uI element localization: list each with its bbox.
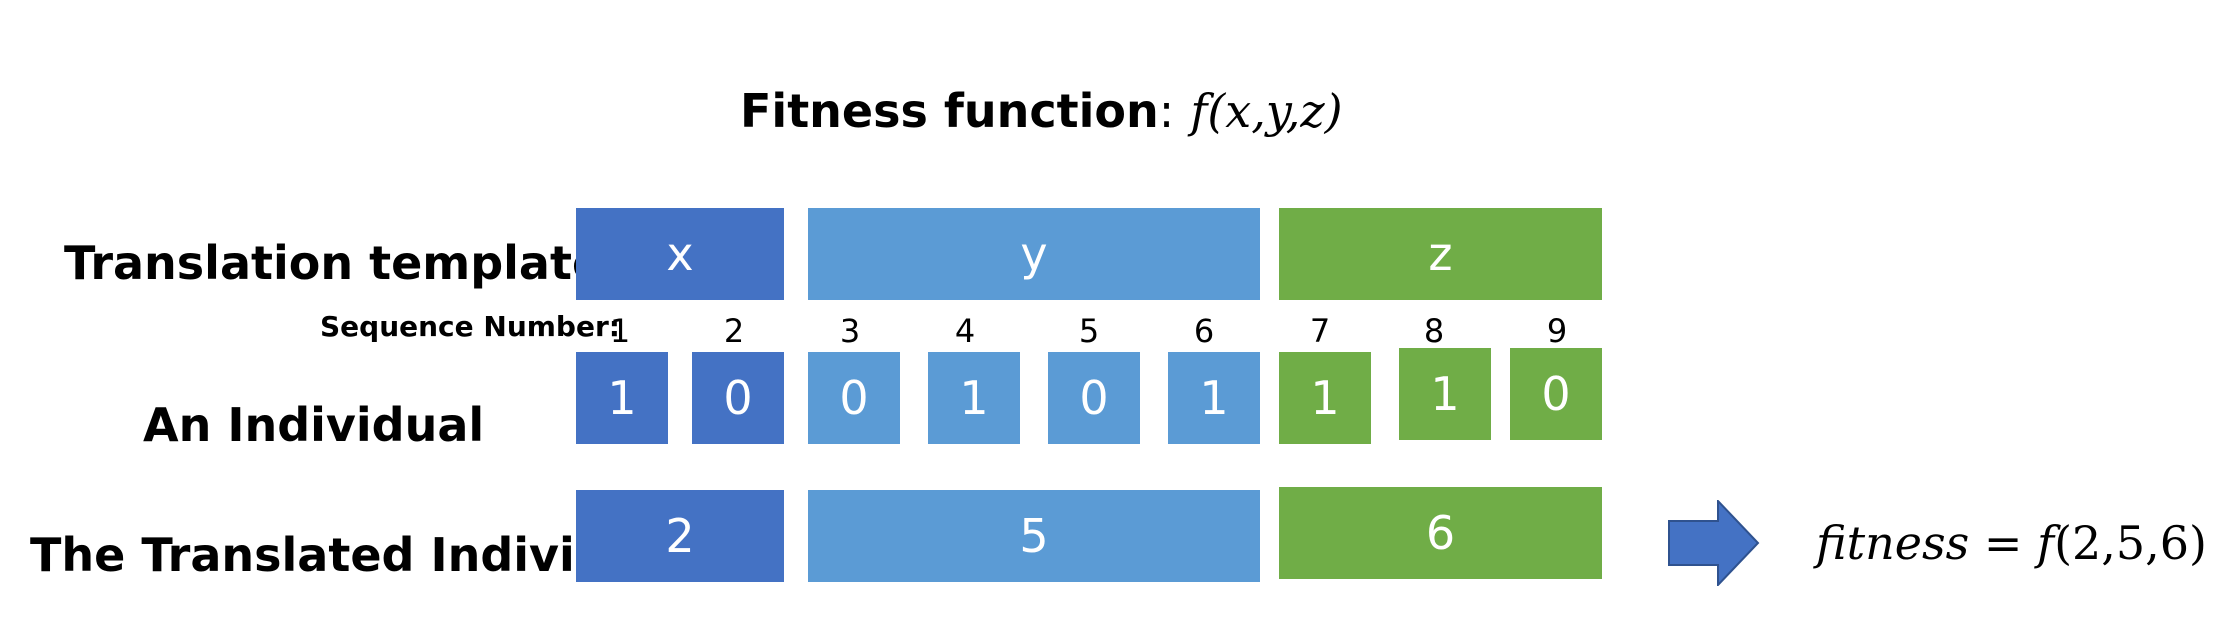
gene-box: 0	[808, 352, 900, 444]
gene-box: 0	[692, 352, 784, 444]
gene-box: 1	[576, 352, 668, 444]
gene-box: 1	[928, 352, 1020, 444]
fitness-function-title: Fitness function: f(x,y,z)	[740, 84, 1343, 138]
result-func: f	[2037, 516, 2055, 570]
sequence-number: 3	[839, 312, 861, 350]
template-block-x: x	[576, 208, 784, 300]
individual-label: An Individual	[143, 398, 485, 452]
gene-box: 0	[1510, 348, 1602, 440]
translated-block-y: 5	[808, 490, 1260, 582]
sequence-number: 7	[1309, 312, 1331, 350]
template-block-y: y	[808, 208, 1260, 300]
sequence-number: 1	[609, 312, 631, 350]
translation-template-label: Translation template	[64, 236, 604, 290]
gene-box: 0	[1048, 352, 1140, 444]
result-equals: =	[1983, 516, 2023, 570]
right-arrow-icon	[1668, 500, 1760, 586]
sequence-number: 6	[1193, 312, 1215, 350]
sequence-number: 2	[723, 312, 745, 350]
translated-block-x: 2	[576, 490, 784, 582]
title-label: Fitness function	[740, 84, 1159, 138]
result-lhs: fitness	[1816, 516, 1970, 570]
sequence-number-label: Sequence Number:	[320, 310, 620, 343]
translated-block-z: 6	[1279, 487, 1602, 579]
sequence-number: 4	[954, 312, 976, 350]
sequence-number: 5	[1078, 312, 1100, 350]
gene-box: 1	[1279, 352, 1371, 444]
sequence-number: 9	[1546, 312, 1568, 350]
gene-box: 1	[1168, 352, 1260, 444]
result-args: (2,5,6)	[2054, 516, 2207, 570]
title-colon: :	[1158, 84, 1175, 138]
fitness-result: fitness = f(2,5,6)	[1816, 516, 2207, 570]
template-block-z: z	[1279, 208, 1602, 300]
sequence-number: 8	[1423, 312, 1445, 350]
title-expression: f(x,y,z)	[1190, 84, 1343, 138]
gene-box: 1	[1399, 348, 1491, 440]
